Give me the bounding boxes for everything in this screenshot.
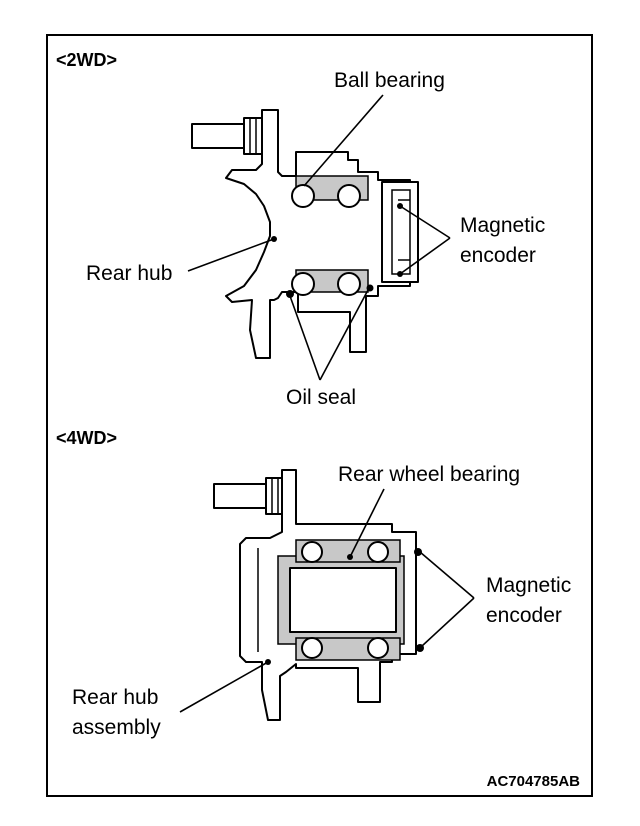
hub-4wd-drawing <box>213 469 424 721</box>
leader-ball-bearing <box>303 94 384 187</box>
hub-bore-inner-4wd <box>289 567 397 633</box>
leader-oil-seal-right <box>319 289 369 381</box>
label-magnetic-encoder-2wd-2: encoder <box>460 244 536 267</box>
hub-bolt-2wd <box>191 123 245 149</box>
label-magnetic-encoder-4wd-1: Magnetic <box>486 574 571 597</box>
leader-rear-wheel-bearing <box>349 488 385 558</box>
figure-frame <box>46 34 593 797</box>
section-title-4wd: <4WD> <box>56 428 117 448</box>
encoder-mark-top-4wd <box>414 548 422 556</box>
leader-encoder-4wd-bottom <box>421 597 475 647</box>
leader-rear-hub <box>187 238 275 272</box>
label-rear-wheel-bearing: Rear wheel bearing <box>338 463 520 486</box>
ball-bottom-left-2wd <box>291 272 315 296</box>
ball-top-left-2wd <box>291 184 315 208</box>
leader-oil-seal-left <box>289 295 321 381</box>
ball-bottom-right-2wd <box>337 272 361 296</box>
hub-bolt-4wd <box>213 483 267 509</box>
oil-seal-right-2wd <box>366 284 374 292</box>
oil-seal-left-2wd <box>286 290 294 298</box>
label-magnetic-encoder-4wd-2: encoder <box>486 604 562 627</box>
leader-encoder-4wd-top <box>419 551 475 599</box>
label-magnetic-encoder-2wd-1: Magnetic <box>460 214 545 237</box>
ball-bottom-right-4wd <box>367 637 389 659</box>
leader-rear-hub-assembly <box>179 661 269 713</box>
ball-top-right-4wd <box>367 541 389 563</box>
label-rear-hub-assembly-2: assembly <box>72 716 161 739</box>
label-ball-bearing: Ball bearing <box>334 69 445 92</box>
section-title-2wd: <2WD> <box>56 50 117 70</box>
ball-top-left-4wd <box>301 541 323 563</box>
hub-2wd-drawing <box>191 109 419 359</box>
label-rear-hub-assembly-1: Rear hub <box>72 686 158 709</box>
ball-top-right-2wd <box>337 184 361 208</box>
encoder-ring-2wd <box>381 181 419 283</box>
ball-bottom-left-4wd <box>301 637 323 659</box>
label-rear-hub: Rear hub <box>86 262 172 285</box>
figure-code: AC704785AB <box>487 773 581 790</box>
leader-encoder-2wd-top <box>399 205 451 239</box>
label-oil-seal: Oil seal <box>286 386 356 409</box>
leader-encoder-2wd-bottom <box>399 237 451 275</box>
